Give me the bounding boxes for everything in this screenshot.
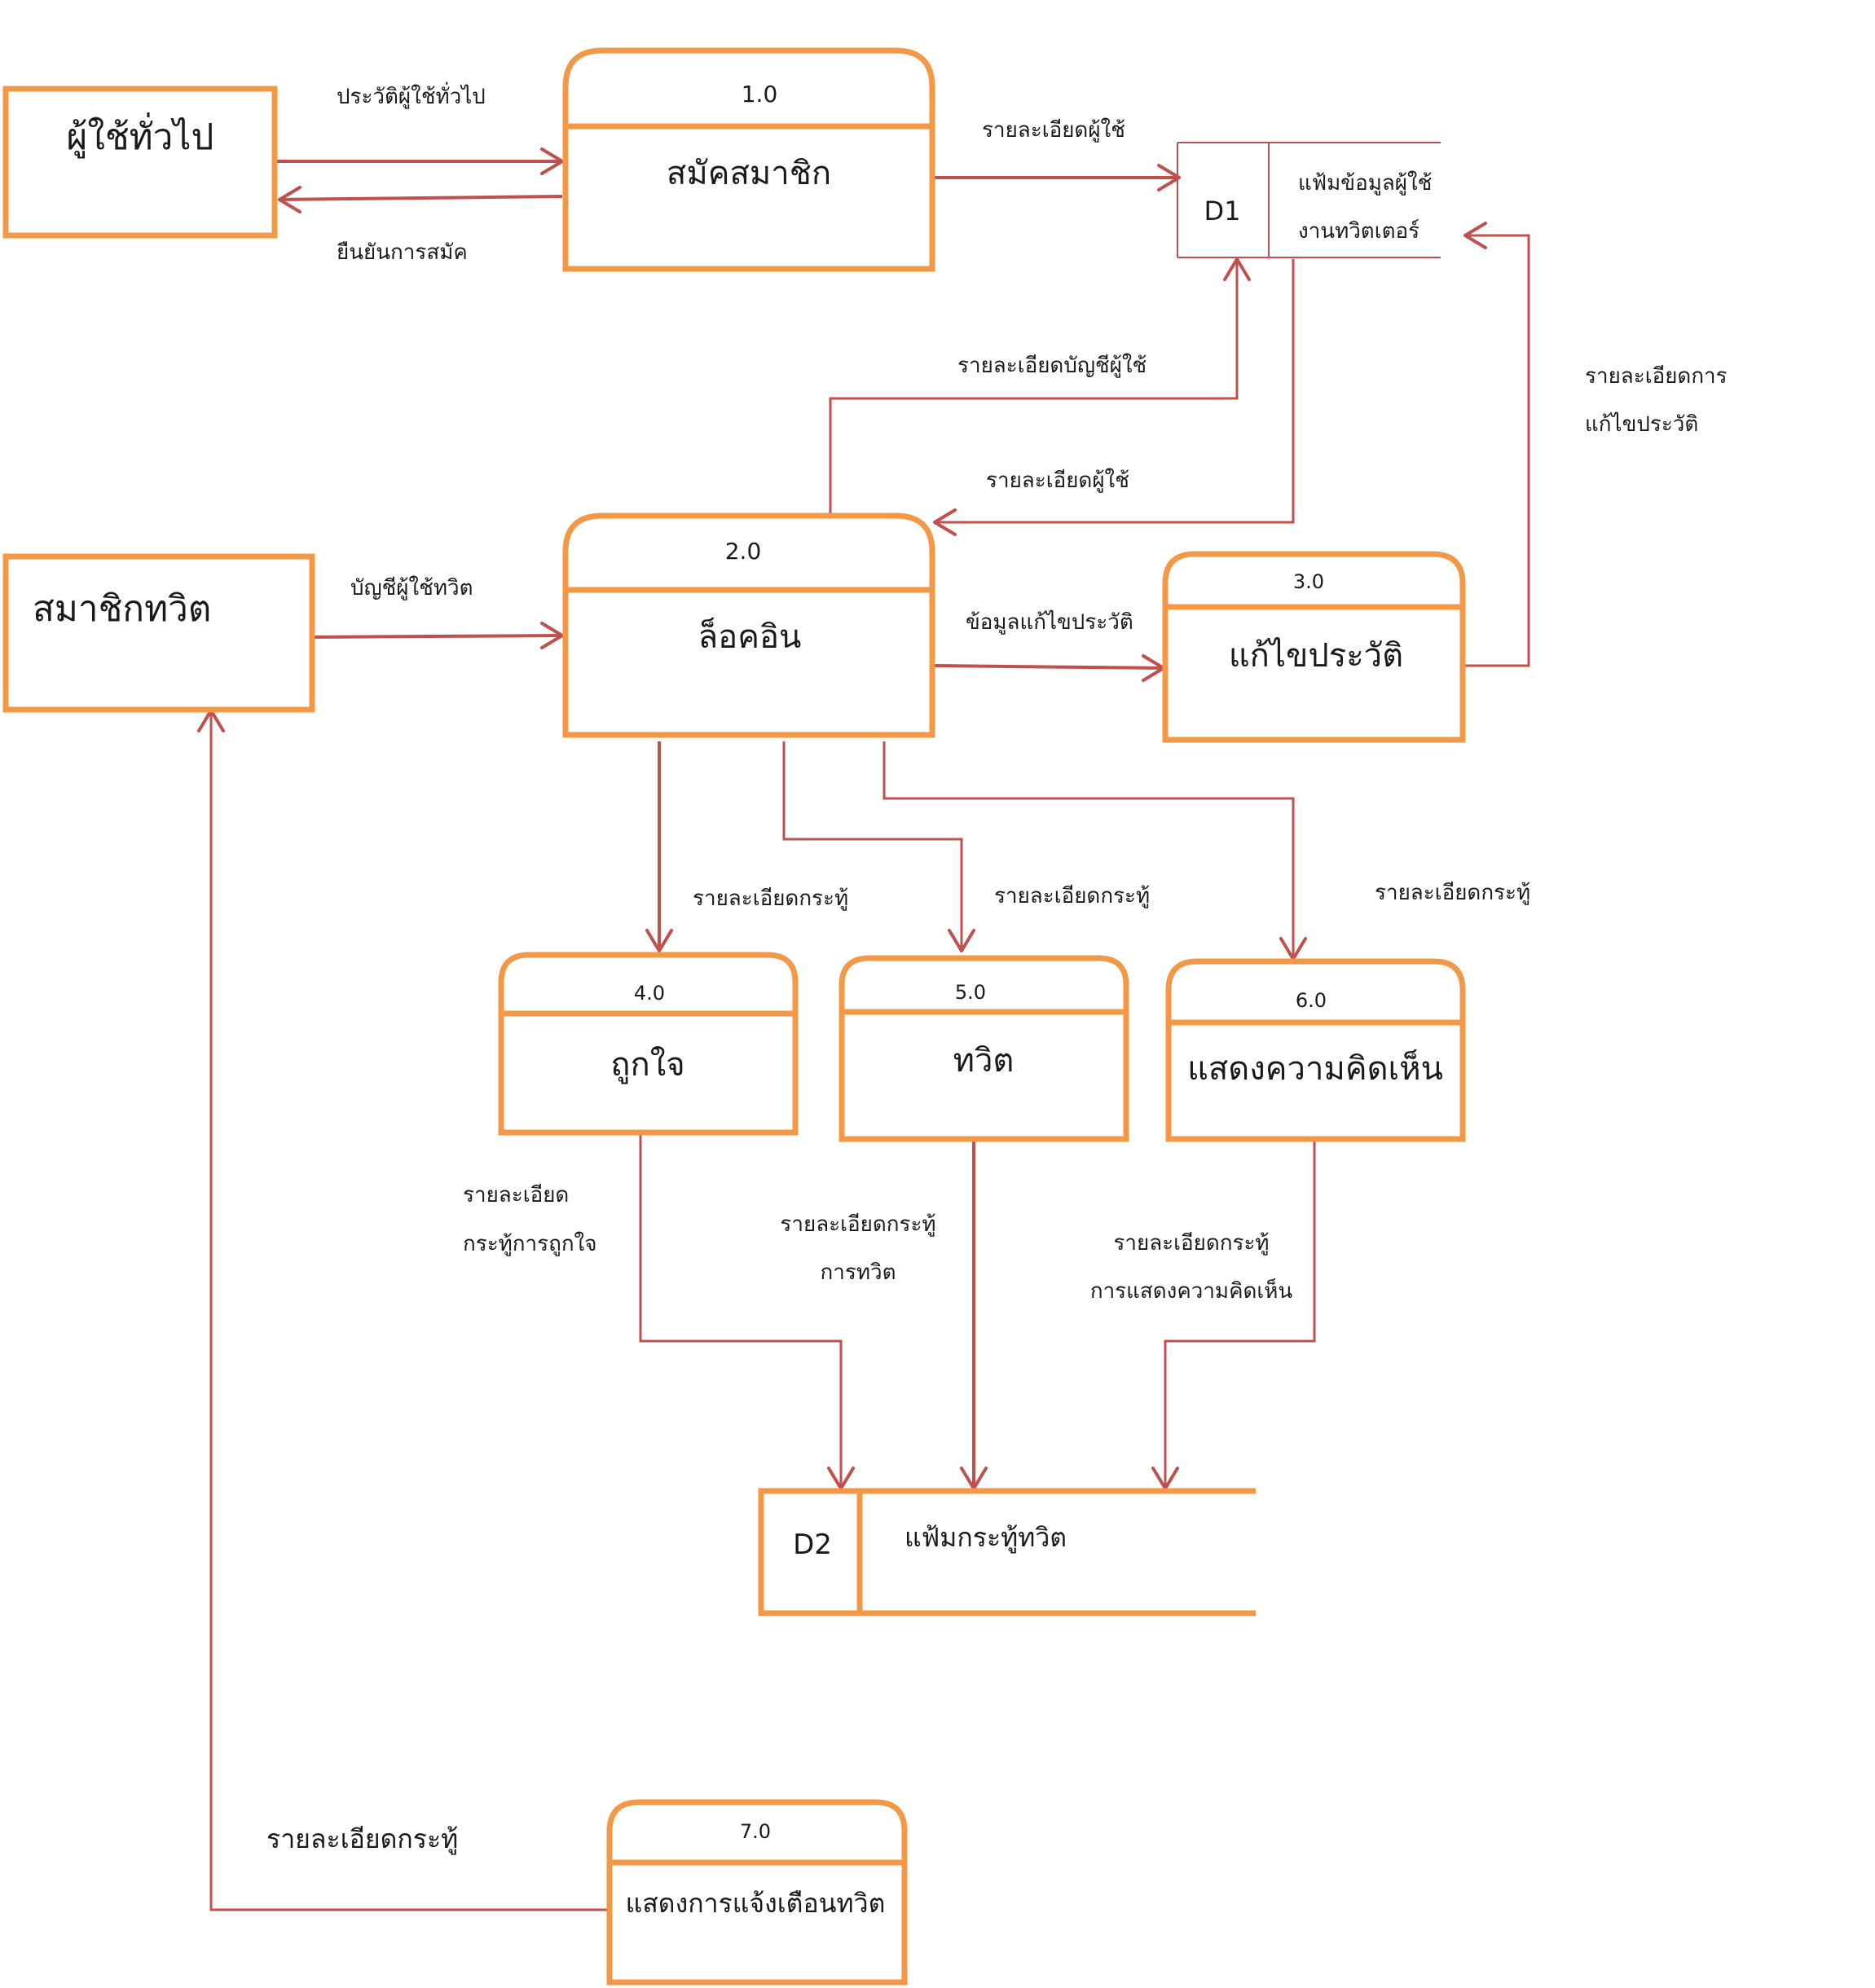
label-like-line1: รายละเอียด — [463, 1183, 569, 1207]
entity-member-label: สมาชิกทวิต — [33, 588, 211, 630]
process-signup-name: สมัคสมาชิก — [667, 155, 831, 192]
label-comment-line2: การแสดงความคิดเห็น — [1090, 1278, 1293, 1304]
label-confirm-signup: ยืนยันการสมัค — [337, 240, 468, 265]
datastore-d2: D2 แฟ้มกระทู้ทวิต — [758, 1488, 1256, 1616]
flow-edit-data — [934, 654, 1165, 682]
datastore-d1: D1 แฟ้มข้อมูลผู้ใช้ งานทวิตเตอร์ — [1177, 142, 1441, 258]
process-edit-profile: 3.0 แก้ไขประวัติ — [1162, 551, 1466, 743]
label-account-detail: รายละเอียดบัญชีผู้ใช้ — [957, 354, 1147, 378]
process-tweet-id: 5.0 — [955, 981, 986, 1004]
label-edit-data: ข้อมูลแก้ไขประวัติ — [966, 609, 1133, 635]
process-tweet: 5.0 ทวิต — [838, 955, 1129, 1142]
label-user-detail-1: รายละเอียดผู้ใช้ — [982, 118, 1125, 143]
process-login-id: 2.0 — [725, 538, 762, 565]
label-tweet-line1: รายละเอียดกระทู้ — [780, 1212, 935, 1237]
process-comment-name: แสดงความคิดเห็น — [1187, 1049, 1443, 1088]
process-tweet-name: ทวิต — [953, 1042, 1015, 1080]
process-edit-profile-name: แก้ไขประวัติ — [1229, 637, 1403, 675]
process-comment: 6.0 แสดงความคิดเห็น — [1165, 958, 1466, 1142]
label-twit-account: บัญชีผู้ใช้ทวิต — [350, 576, 473, 600]
process-notify-name: แสดงการแจ้งเตือนทวิต — [626, 1888, 886, 1919]
label-tweet-line2: การทวิต — [821, 1260, 896, 1285]
flow-user-history — [275, 147, 564, 175]
label-user-history: ประวัติผู้ใช้ทั่วไป — [337, 81, 486, 109]
flow-user-detail-to-d1 — [935, 164, 1181, 191]
entity-general-user: ผู้ใช้ทั่วไป — [2, 86, 278, 239]
process-comment-id: 6.0 — [1296, 989, 1327, 1012]
process-login-name: ล็อคอิน — [698, 617, 802, 656]
process-signup: 1.0 สมัคสมาชิก — [562, 47, 935, 272]
label-thread-detail-5: รายละเอียดกระทู้ — [994, 884, 1150, 908]
flow-tweet-to-d2 — [960, 1141, 988, 1490]
flow-edit-detail — [1463, 222, 1530, 667]
flow-notify-to-member — [197, 709, 610, 1911]
flow-thread-to-comment — [882, 741, 1307, 961]
process-like-name: ถูกใจ — [610, 1045, 684, 1084]
label-thread-detail-6: รายละเอียดกระทู้ — [1375, 881, 1530, 905]
flow-user-detail-to-login — [933, 259, 1295, 536]
flow-confirm-signup — [278, 186, 563, 213]
entity-general-user-label: ผู้ใช้ทั่วไป — [67, 112, 214, 159]
datastore-d1-name-line1: แฟ้มข้อมูลผู้ใช้ — [1298, 171, 1432, 196]
process-login: 2.0 ล็อคอิน — [562, 512, 935, 738]
label-edit-detail-line1: รายละเอียดการ — [1585, 364, 1728, 389]
process-signup-id: 1.0 — [742, 81, 778, 108]
datastore-d1-id: D1 — [1204, 196, 1241, 227]
process-notify: 7.0 แสดงการแจ้งเตือนทวิต — [606, 1799, 908, 1986]
flow-thread-to-tweet — [782, 741, 975, 952]
entity-member: สมาชิกทวิต — [2, 553, 315, 713]
process-like: 4.0 ถูกใจ — [498, 952, 799, 1136]
flow-account-detail — [829, 257, 1251, 516]
datastore-d1-name-line2: งานทวิตเตอร์ — [1298, 219, 1419, 244]
process-like-id: 4.0 — [634, 982, 665, 1005]
flow-comment-to-d2 — [1151, 1141, 1316, 1490]
label-thread-detail-4: รายละเอียดกระทู้ — [693, 886, 848, 911]
datastore-d2-id: D2 — [793, 1528, 832, 1561]
label-comment-line1: รายละเอียดกระทู้ — [1113, 1231, 1269, 1256]
flow-twit-account — [311, 622, 564, 649]
process-notify-id: 7.0 — [740, 1820, 771, 1843]
label-user-detail-2: รายละเอียดผู้ใช้ — [986, 468, 1129, 493]
process-edit-profile-id: 3.0 — [1293, 570, 1324, 593]
flow-thread-to-like — [645, 741, 673, 952]
label-edit-detail-line2: แก้ไขประวัติ — [1585, 411, 1698, 437]
flow-like-to-d2 — [639, 1133, 855, 1490]
label-notify-detail: รายละเอียดกระทู้ — [266, 1823, 458, 1855]
label-like-line2: กระทู้การถูกใจ — [463, 1232, 597, 1256]
datastore-d2-name: แฟ้มกระทู้ทวิต — [904, 1522, 1067, 1554]
